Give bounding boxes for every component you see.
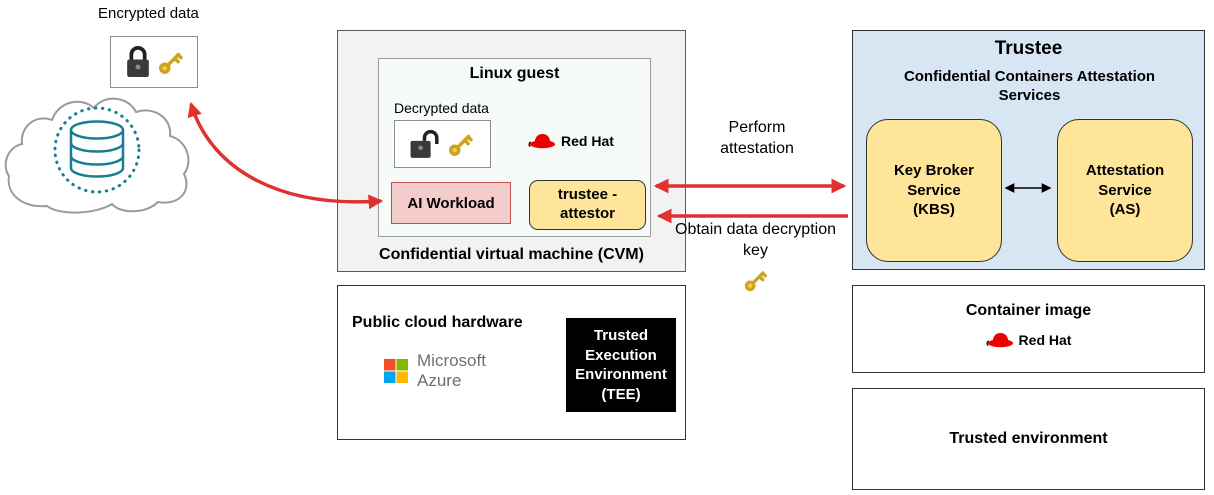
tee-box: Trusted Execution Environment (TEE): [566, 318, 676, 412]
encrypted-data-box: [110, 36, 198, 88]
linux-guest-box: Linux guest Decrypted data: [378, 58, 651, 237]
perform-attestation-label: Perform attestation: [720, 119, 794, 157]
key-icon: [449, 134, 473, 156]
trustee-title: Trustee: [994, 38, 1063, 59]
redhat-wordmark: Red Hat: [561, 132, 614, 149]
obtain-key-label: Obtain data decryption key: [673, 220, 838, 294]
azure-text: Azure: [417, 370, 462, 390]
database-icon: [69, 120, 125, 178]
microsoft-text: Microsoft: [417, 351, 486, 370]
decrypted-data-box: [394, 120, 491, 168]
cloud-icon: [4, 97, 190, 214]
container-image-title: Container image: [965, 302, 1092, 319]
key-icon: [744, 270, 767, 291]
as-box: Attestation Service (AS): [1057, 119, 1193, 262]
redhat-logo: Red Hat: [985, 330, 1072, 349]
trusted-environment-box: Trusted environment: [852, 388, 1205, 490]
encrypted-data-label: Encrypted data: [98, 5, 199, 22]
microsoft-azure-logo: Microsoft Azure: [384, 351, 486, 390]
trustee-panel: Trustee Confidential Containers Attestat…: [852, 30, 1205, 270]
redhat-logo: Red Hat: [528, 131, 614, 150]
fedora-icon: [985, 332, 1013, 348]
kbs-box: Key Broker Service (KBS): [866, 119, 1002, 262]
trustee-subtitle: Confidential Containers Attestation Serv…: [903, 68, 1156, 104]
trustee-attestor-box: trustee - attestor: [529, 180, 646, 230]
public-cloud-hardware-box: Public cloud hardware Microsoft Azure Tr…: [337, 285, 686, 440]
cvm-box: Linux guest Decrypted data: [337, 30, 686, 272]
container-image-box: Container image Red Hat: [852, 285, 1205, 373]
lock-icon: [126, 45, 149, 77]
trusted-environment-title: Trusted environment: [949, 430, 1108, 447]
fedora-icon: [528, 133, 556, 149]
redhat-wordmark: Red Hat: [1018, 331, 1072, 348]
dotted-circle: [53, 106, 141, 194]
decrypted-data-label: Decrypted data: [394, 100, 489, 116]
cvm-label: Confidential virtual machine (CVM): [379, 246, 644, 263]
hardware-title: Public cloud hardware: [352, 314, 523, 331]
linux-guest-title: Linux guest: [469, 65, 560, 82]
key-icon: [158, 52, 183, 74]
ai-workload-box: AI Workload: [391, 182, 511, 224]
microsoft-squares-icon: [384, 358, 408, 383]
open-lock-icon: [410, 129, 439, 158]
